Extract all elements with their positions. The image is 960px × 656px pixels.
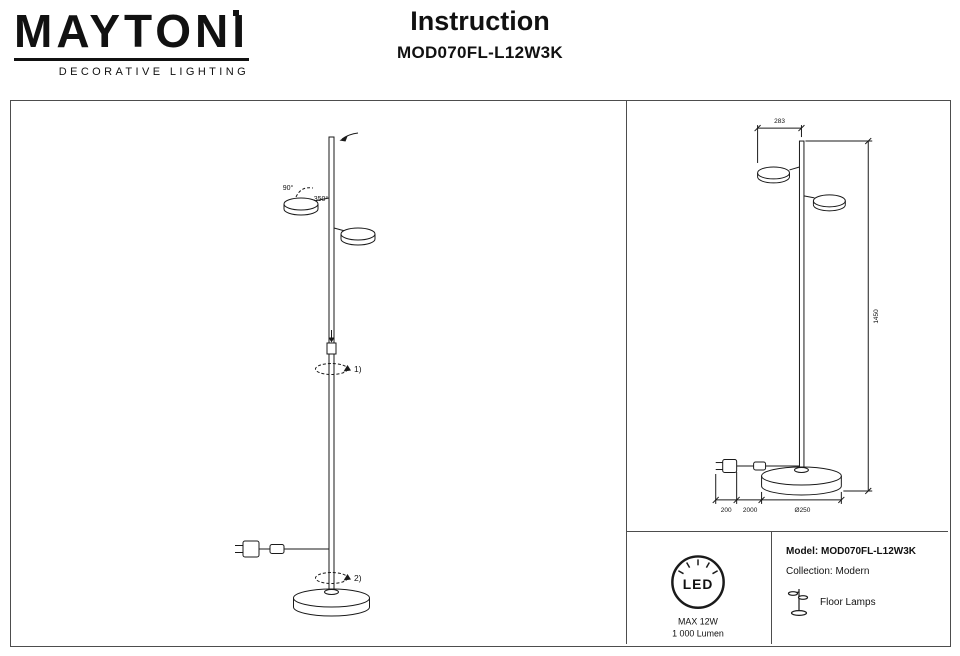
- model-number: MOD070FL-L12W3K: [396, 43, 564, 62]
- rotation-arrow-2-head: [343, 574, 351, 581]
- title-block: Instruction MOD070FL-L12W3K: [330, 6, 630, 63]
- base-cap: [324, 589, 339, 595]
- lower-head-bottom: [340, 238, 376, 246]
- step-2-label: 2): [354, 573, 362, 583]
- lamp-pole: [328, 136, 335, 594]
- base-cap: [793, 467, 809, 474]
- height-dim-label: 1450: [873, 309, 880, 324]
- collection-value: Modern: [835, 566, 870, 577]
- width-dim-label: 283: [774, 118, 785, 125]
- led-badge: LED MAX 12W 1 000 Lumen: [671, 555, 725, 638]
- maytoni-logo: MAYTONI DECORATIVE LIGHTING: [14, 8, 250, 78]
- angle-350-label: 350°: [314, 195, 329, 203]
- logo-i-dot: [233, 10, 240, 16]
- upper-head-arm: [789, 166, 800, 171]
- rotation-arrow-1-head: [343, 365, 351, 372]
- model-label: Model:: [786, 546, 819, 557]
- joint-arrow-head: [328, 337, 335, 343]
- max-power-label: MAX 12W: [678, 616, 719, 626]
- lower-head-arm: [803, 195, 815, 199]
- dim-tick: [754, 124, 761, 132]
- model-line: Model: MOD070FL-L12W3K: [786, 546, 948, 557]
- category-label: Floor Lamps: [820, 596, 876, 608]
- model-value: MOD070FL-L12W3K: [821, 546, 917, 557]
- upper-head-arm: [313, 197, 330, 202]
- rotation-arc: [295, 187, 314, 198]
- touch-arrow-head: [339, 135, 348, 142]
- assembly-panel: 90° 350° 1) 2): [11, 101, 626, 644]
- collection-label: Collection:: [786, 566, 833, 577]
- dim-tick: [837, 496, 845, 504]
- brand-name: MAYTONI: [14, 8, 250, 61]
- pole-joint: [326, 342, 337, 355]
- lamp-pole: [798, 140, 805, 473]
- base-dim-label: Ø250: [795, 507, 811, 514]
- product-info-panel: Model: MOD070FL-L12W3K Collection: Moder…: [771, 531, 948, 644]
- dim-tick: [798, 124, 805, 132]
- base-bottom: [293, 606, 370, 617]
- inline-switch: [269, 544, 285, 554]
- lower-lamp-head: [812, 194, 846, 208]
- plug-dim-label: 200: [721, 507, 732, 514]
- luminous-flux-label: 1 000 Lumen: [672, 628, 724, 638]
- lower-lamp-head: [340, 227, 376, 241]
- collection-line: Collection: Modern: [786, 566, 948, 577]
- inline-switch: [753, 461, 767, 471]
- header: MAYTONI DECORATIVE LIGHTING Instruction …: [0, 0, 960, 100]
- floor-lamp-icon: [787, 589, 809, 617]
- dim-tick: [712, 496, 720, 504]
- brand-subtitle: DECORATIVE LIGHTING: [58, 65, 250, 78]
- upper-lamp-head: [757, 166, 790, 180]
- upper-head-bottom: [283, 208, 319, 216]
- dim-tick: [758, 496, 765, 504]
- angle-90-label: 90°: [283, 184, 294, 192]
- upper-head-bottom: [757, 176, 790, 184]
- content-frame: 90° 350° 1) 2): [10, 100, 951, 647]
- page-title: Instruction: [410, 6, 550, 36]
- led-spec-panel: LED MAX 12W 1 000 Lumen: [626, 531, 771, 644]
- led-rays-icon: [678, 559, 719, 575]
- dimension-diagram: 283 1450 200 2000 Ø250: [712, 118, 880, 514]
- dimensions-panel: 283 1450 200 2000 Ø250: [626, 101, 948, 531]
- power-plug: [242, 540, 260, 558]
- lower-head-bottom: [812, 204, 846, 212]
- assembly-diagram: 90° 350° 1) 2): [235, 132, 376, 617]
- step-1-label: 1): [354, 364, 362, 374]
- category-row: Floor Lamps: [786, 587, 948, 617]
- led-circle: [671, 555, 725, 609]
- base-bottom: [761, 485, 842, 496]
- dim-tick: [864, 487, 872, 495]
- dim-tick: [864, 137, 872, 145]
- power-plug: [722, 459, 738, 474]
- dim-tick: [733, 496, 741, 504]
- cable-dim-label: 2000: [743, 507, 758, 514]
- led-text: LED: [683, 577, 714, 592]
